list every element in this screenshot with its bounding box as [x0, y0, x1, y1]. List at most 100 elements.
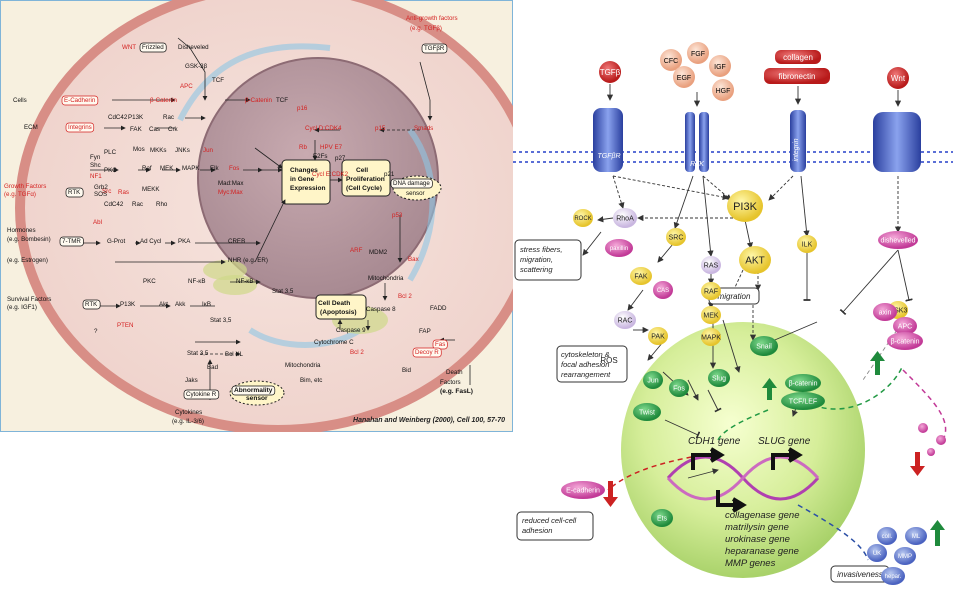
signaling-nodes: PI3KAKTILKGSK3RhoAROCKSRCRASRAFMEKMAPKFA…: [561, 190, 946, 585]
rac-label: RAC: [618, 317, 633, 324]
ets-node: [651, 509, 673, 527]
integrin-receptor: integrin: [790, 110, 806, 172]
label-box: [390, 178, 433, 189]
pathway-label: Abnormality: [234, 387, 273, 394]
tgfb-label: TGFβ: [600, 68, 621, 77]
pathway-label: Fas: [435, 341, 445, 348]
pathway-label: Changes: [290, 167, 318, 174]
label-box: [183, 389, 220, 400]
pathway-label: MAPK: [182, 165, 200, 172]
egf-label: EGF: [677, 75, 691, 82]
label-box: [61, 95, 99, 106]
gene-list-3: urokinase gene: [725, 534, 790, 545]
wnt-label: Wnt: [891, 74, 906, 83]
stress-fibers-box: stress fibers,migration,scattering: [514, 239, 582, 281]
pathway-label: Stat 3,5: [187, 350, 209, 357]
fos-label: Fos: [673, 385, 685, 392]
gene-list-4: heparanase gene: [725, 546, 799, 557]
pathway-label: WNT: [122, 44, 136, 51]
catenin-node: [887, 332, 923, 350]
pathway-arrows: [75, 37, 471, 400]
uk-node: [867, 544, 887, 562]
jun-node: [643, 371, 663, 389]
pathway-label: (e.g. Estrogen): [7, 257, 48, 264]
mapk-label: MAPK: [701, 334, 721, 341]
pathway-label: Akt: [159, 301, 168, 308]
pathway-label: (e.g. FasL): [440, 388, 473, 395]
pathway-label: TGFβR: [424, 45, 445, 52]
axin-node: [873, 303, 897, 321]
pathway-label: Rb: [299, 144, 307, 151]
pathway-label: Mitochondria: [285, 362, 321, 369]
pathway-label: Crk: [168, 126, 179, 133]
pathway-label: Cycl D:CDK4: [305, 125, 342, 132]
pak-label: PAK: [651, 333, 665, 340]
mmp-node: [894, 547, 916, 565]
src-label: SRC: [669, 234, 684, 241]
emt-signaling-svg: TGFβR RTK integrin TGFβ CFC FGF EGF IGF …: [513, 42, 953, 585]
pathway-label: CREB: [228, 238, 245, 245]
igf-ligand: [709, 55, 731, 77]
pathway-label: Mos: [133, 146, 145, 153]
pathway-label: ECM: [24, 124, 38, 131]
pathway-label: Caspase 8: [366, 306, 396, 313]
fak-node: [630, 267, 652, 285]
pathway-label: NF-κB: [236, 278, 254, 285]
pathway-label: Survival Factors: [7, 296, 51, 303]
pathway-label: Myc:Max: [218, 189, 244, 196]
slug-label: Slug: [712, 375, 726, 382]
e-cadherin-label: E-cadherin: [566, 487, 600, 494]
pathway-label: PLC: [104, 149, 117, 156]
hepar-label: hepar.: [885, 574, 902, 580]
pathway-label: Hormones: [7, 227, 36, 234]
up-arrow-mmp: [930, 520, 945, 546]
pathway-label: Caspase 9: [336, 327, 366, 334]
jun-label: Jun: [647, 377, 658, 384]
pathway-label: Rho: [156, 201, 168, 208]
egf-ligand: [673, 66, 695, 88]
label-box: [65, 122, 95, 133]
pathway-label: Ad Cycl: [140, 238, 161, 245]
cas-label: CAS: [657, 288, 669, 294]
pathway-label: Raf: [142, 165, 152, 172]
ilk-node: [797, 235, 817, 253]
pathway-label: Cytochrome C: [314, 339, 354, 346]
pathway-label: Proliferation: [346, 176, 385, 183]
mapk-node: [701, 328, 721, 346]
pathway-label: β-Catenin: [245, 97, 273, 104]
pathway-label: Bim, etc: [300, 377, 322, 384]
pathway-label: Rac: [132, 201, 143, 208]
er-membrane: [177, 43, 331, 122]
pathway-label: Bcl XL: [225, 351, 243, 358]
slug-gene-label: SLUG gene: [758, 436, 811, 447]
pathway-label: (e.g. Bombesin): [7, 236, 51, 243]
label-box: [412, 347, 442, 358]
pathway-label: (e.g. IGF1): [7, 304, 37, 311]
rac-node: [614, 311, 636, 329]
apc-node: [893, 317, 917, 335]
pathway-label: sensor: [406, 190, 425, 197]
pathway-label: Mad:Max: [218, 180, 244, 187]
gene-expression-box: [281, 159, 331, 205]
paxillin-node: [605, 239, 633, 257]
up-arrow-tcf: [870, 351, 885, 375]
slug-node: [708, 369, 730, 387]
pathway-label: E-Cadherin: [64, 97, 96, 104]
pi3k-label: PI3K: [733, 201, 758, 213]
cdh1-to-ecadherin-arrow: [607, 451, 719, 491]
pathway-label: JNKs: [175, 147, 190, 154]
released-catenin-dot: [936, 435, 946, 445]
cfc-label: CFC: [664, 58, 678, 65]
apc-label: APC: [898, 323, 912, 330]
catenin-label: β-catenin: [789, 380, 818, 387]
label-box: [82, 299, 101, 310]
pathway-label: Src: [102, 188, 111, 195]
released-catenin-dot: [918, 423, 928, 433]
pathway-label: MKKs: [150, 147, 167, 154]
pathway-label: G-Prot: [107, 238, 126, 245]
mitochondrion-3: [203, 260, 247, 280]
fak-label: FAK: [634, 273, 648, 280]
